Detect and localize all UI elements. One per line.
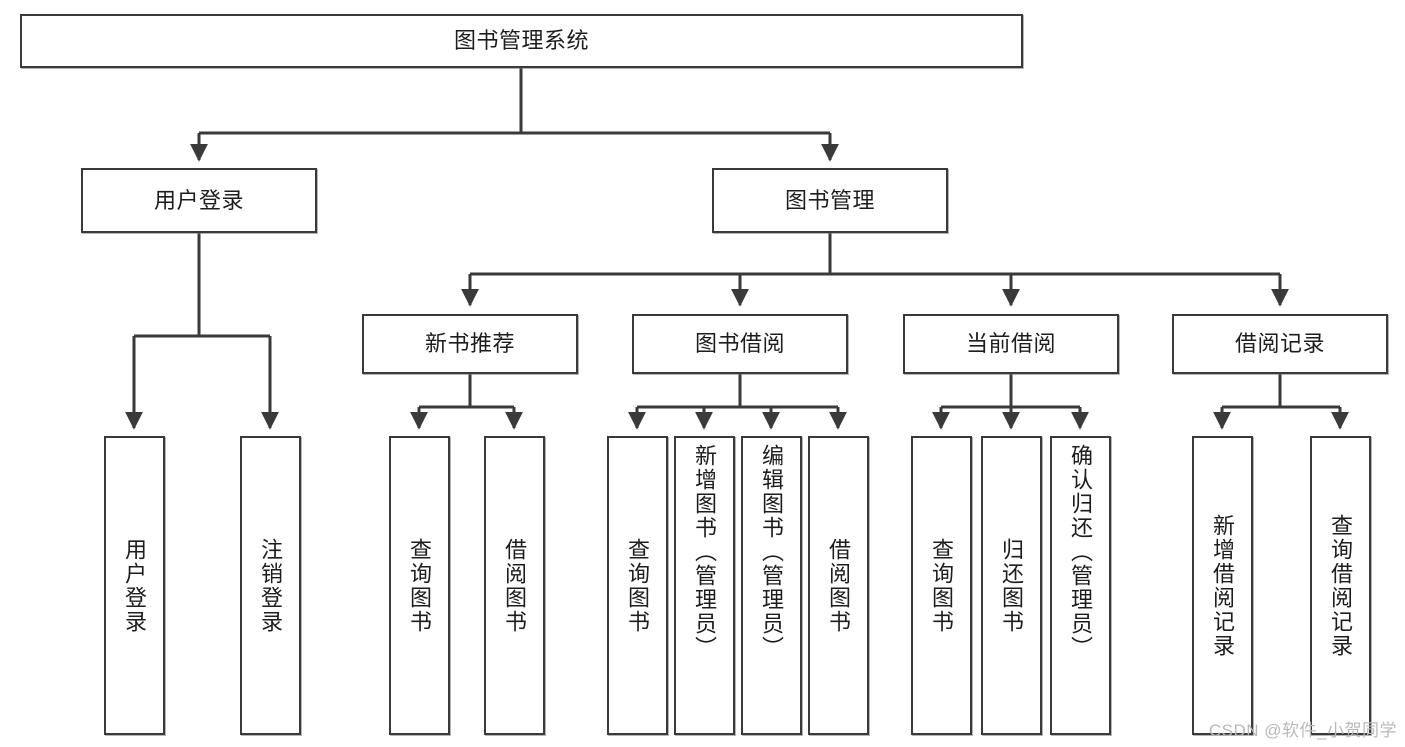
- node-leaf-edit-book-admin-label: 编辑图书（管理员）: [759, 444, 785, 660]
- node-leaf-logout[interactable]: 注销登录: [240, 436, 301, 735]
- node-user-login[interactable]: 用户登录: [81, 168, 317, 233]
- node-leaf-add-borrow-record-label: 新增借阅记录: [1210, 513, 1236, 658]
- node-leaf-query-book-borrow-label: 查询图书: [625, 537, 651, 634]
- node-leaf-query-borrow-record[interactable]: 查询借阅记录: [1310, 436, 1371, 735]
- node-leaf-confirm-return-admin[interactable]: 确认归还（管理员）: [1050, 436, 1111, 735]
- node-borrow-record-label: 借阅记录: [1234, 331, 1325, 357]
- node-borrow-record[interactable]: 借阅记录: [1172, 314, 1388, 374]
- node-leaf-borrow-book-recommend-label: 借阅图书: [502, 537, 528, 634]
- node-leaf-add-book-admin-label: 新增图书（管理员）: [692, 444, 718, 660]
- node-leaf-edit-book-admin[interactable]: 编辑图书（管理员）: [741, 436, 802, 735]
- node-root-system[interactable]: 图书管理系统: [20, 14, 1023, 68]
- node-leaf-borrow-book[interactable]: 借阅图书: [808, 436, 869, 735]
- node-leaf-query-book-current[interactable]: 查询图书: [911, 436, 972, 735]
- node-leaf-user-login[interactable]: 用户登录: [104, 436, 165, 735]
- node-book-borrow[interactable]: 图书借阅: [632, 314, 848, 374]
- node-leaf-confirm-return-admin-label: 确认归还（管理员）: [1068, 444, 1094, 660]
- node-book-management-label: 图书管理: [784, 187, 875, 213]
- node-leaf-query-book-borrow[interactable]: 查询图书: [607, 436, 668, 735]
- node-leaf-query-book-recommend-label: 查询图书: [407, 537, 433, 634]
- node-leaf-borrow-book-recommend[interactable]: 借阅图书: [484, 436, 545, 735]
- node-leaf-query-borrow-record-label: 查询借阅记录: [1328, 513, 1354, 658]
- node-new-book-recommend-label: 新书推荐: [424, 331, 515, 357]
- node-current-borrow[interactable]: 当前借阅: [903, 314, 1119, 374]
- node-book-borrow-label: 图书借阅: [694, 331, 785, 357]
- node-leaf-add-book-admin[interactable]: 新增图书（管理员）: [674, 436, 735, 735]
- node-leaf-return-book[interactable]: 归还图书: [981, 436, 1042, 735]
- node-user-login-label: 用户登录: [153, 187, 244, 213]
- node-leaf-borrow-book-label: 借阅图书: [826, 537, 852, 634]
- node-root-system-label: 图书管理系统: [453, 28, 589, 54]
- csdn-watermark: CSDN @软件_小贺同学: [1208, 721, 1397, 740]
- node-leaf-logout-label: 注销登录: [258, 537, 284, 634]
- node-leaf-user-login-label: 用户登录: [122, 537, 148, 634]
- node-leaf-query-book-recommend[interactable]: 查询图书: [389, 436, 450, 735]
- node-book-management[interactable]: 图书管理: [712, 168, 948, 233]
- node-leaf-return-book-label: 归还图书: [999, 537, 1025, 634]
- node-leaf-add-borrow-record[interactable]: 新增借阅记录: [1192, 436, 1253, 735]
- node-new-book-recommend[interactable]: 新书推荐: [362, 314, 578, 374]
- node-leaf-query-book-current-label: 查询图书: [929, 537, 955, 634]
- node-current-borrow-label: 当前借阅: [965, 331, 1056, 357]
